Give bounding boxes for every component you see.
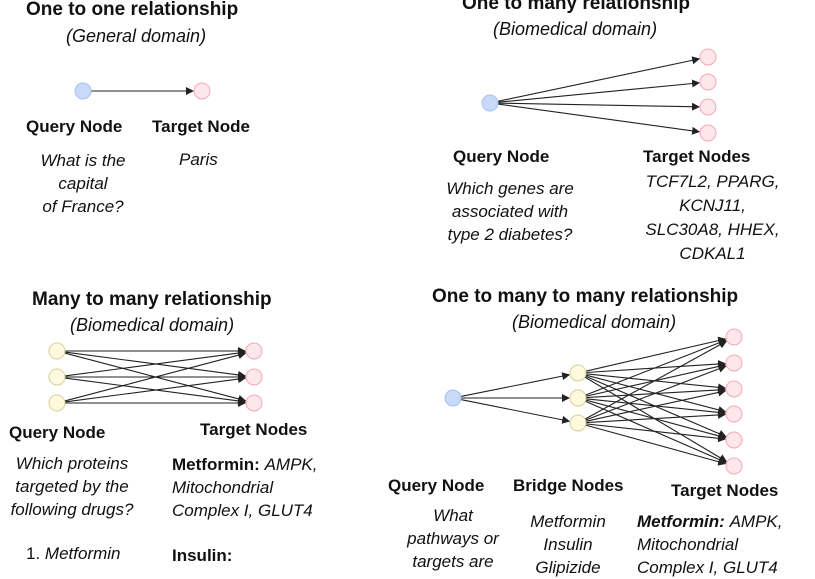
panel2-answer-line: SLC30A8, HHEX, — [645, 220, 780, 239]
panel4-bridge-line: Glipizide — [535, 558, 601, 577]
panel4-answer-target: AMPK, — [729, 512, 783, 531]
panel4-bridge-names: Metformin Insulin Glipizide — [518, 510, 618, 579]
panel1-title: One to one relationship — [26, 0, 239, 20]
panel3-answer-drug-2: Insulin: — [172, 546, 233, 565]
panel4-subtitle: (Biomedical domain) — [512, 312, 677, 332]
panel4-answer-target: Complex I, GLUT4 — [637, 558, 778, 577]
panel2-question-line: associated with — [451, 202, 569, 221]
panel2-answer-line: CDKAL1 — [679, 244, 746, 263]
panel2-edge — [497, 103, 701, 135]
panel1-target-node — [193, 82, 211, 100]
panel1-question-line: What is the — [40, 151, 126, 170]
panel3-edge — [64, 351, 247, 402]
panel1-target-label: Target Node — [152, 117, 250, 136]
panel3-question-line: Which proteins — [15, 454, 129, 473]
panel3-answer-target: Complex I, GLUT4 — [172, 501, 313, 520]
panel3-answer-drug: Metformin: — [172, 455, 260, 474]
panel2-answer: TCF7L2, PPARG, KCNJ11, SLC30A8, HHEX, CD… — [620, 170, 805, 266]
panel4-target-label: Target Nodes — [671, 481, 779, 500]
panel2-subtitle: (Biomedical domain) — [493, 19, 658, 39]
panel3-answer-target: AMPK, — [264, 455, 318, 474]
panel2-answer-line: TCF7L2, PPARG, — [645, 172, 780, 191]
panel3-source-node — [48, 342, 66, 360]
panel2-question: Which genes are associated with type 2 d… — [425, 177, 595, 246]
panel2-query-node — [481, 94, 499, 112]
panel4-target-node — [725, 431, 743, 449]
panel3-title: Many to many relationship — [32, 289, 272, 310]
panel4-edge — [585, 365, 727, 421]
panel2-target-node — [699, 48, 717, 66]
panel3-subtitle: (Biomedical domain) — [70, 315, 235, 335]
panel4-bridge-line: Insulin — [543, 535, 593, 554]
panel4-bridge-node — [569, 364, 587, 382]
panel4-edge — [585, 388, 727, 422]
panel4-answer-target: Mitochondrial — [637, 535, 739, 554]
panel4-edge — [585, 423, 727, 443]
panel4-question: What pathways or targets are — [388, 504, 518, 573]
panel2-target-label: Target Nodes — [643, 147, 751, 166]
panel4-answer-drug: Metformin: — [637, 512, 725, 531]
panel3-query-label: Query Node — [9, 423, 106, 442]
panel4-edge — [584, 340, 727, 420]
panel2-answer-line: KCNJ11, — [679, 196, 746, 215]
panel3-source-node — [48, 394, 66, 412]
panel4-target-node — [725, 405, 743, 423]
panel2-target-node — [699, 124, 717, 142]
panel2-target-node — [699, 98, 717, 116]
panel4-edge — [460, 372, 571, 397]
panel4-query-label: Query Node — [388, 476, 485, 495]
panel4-bridge-label: Bridge Nodes — [513, 476, 624, 495]
panel3-list-text: Metformin — [44, 544, 121, 563]
panel2-question-line: Which genes are — [446, 179, 574, 198]
panel2-edge — [497, 56, 701, 102]
panel4-target-node — [725, 457, 743, 475]
panel4-target-node — [725, 328, 743, 346]
panel3-question-line: following drugs? — [10, 500, 134, 519]
panel3-question-line: targeted by the — [15, 477, 129, 496]
panel3-target-node — [245, 394, 263, 412]
panel3-source-node — [48, 368, 66, 386]
panel3-target-label: Target Nodes — [200, 420, 308, 439]
panel4-edge — [585, 410, 727, 424]
panel1-query-label: Query Node — [26, 117, 123, 136]
panel3-target-node — [245, 342, 263, 360]
panel2-title: One to many relationship — [462, 0, 691, 14]
panel4-question-line: What — [433, 506, 473, 525]
panel1-question-line: capital — [58, 174, 108, 193]
panel3-question: Which proteins targeted by the following… — [0, 452, 146, 521]
panel4-edge — [585, 424, 727, 466]
panel4-query-node — [444, 389, 462, 407]
panel4-edge — [585, 339, 727, 396]
panel4-title: One to many to many relationship — [432, 286, 739, 307]
panel3-target-node — [245, 368, 263, 386]
panel4-bridge-line: Metformin — [530, 512, 606, 531]
panel3-edge — [64, 375, 247, 403]
panel1-question-line: of France? — [42, 197, 124, 216]
panel1-subtitle: (General domain) — [66, 26, 207, 46]
panel4-answer: Metformin: AMPK, Mitochondrial Complex I… — [637, 510, 782, 579]
panel3-answer-target: Mitochondrial — [172, 478, 274, 497]
panel4-question-line: targets are — [412, 552, 494, 571]
panel4-edge — [460, 399, 571, 424]
panel1-query-node — [74, 82, 92, 100]
panel2-question-line: type 2 diabetes? — [447, 225, 573, 244]
panel3-edge — [64, 349, 247, 377]
panel1-question: What is the capital of France? — [18, 149, 148, 218]
panel2-query-label: Query Node — [453, 147, 550, 166]
panel2-edge — [497, 102, 701, 111]
panel1-answer: Paris — [179, 150, 218, 169]
panel3-list-number: 1. — [26, 544, 41, 563]
panel4-bridge-node — [569, 414, 587, 432]
panel2-target-node — [699, 73, 717, 91]
panel4-target-node — [725, 354, 743, 372]
panel4-edge — [585, 336, 727, 372]
panel4-bridge-node — [569, 389, 587, 407]
panel3-list-item-1: 1. Metformin — [26, 544, 121, 564]
panel4-question-line: pathways or — [407, 529, 499, 548]
panel4-target-node — [725, 380, 743, 398]
panel3-answer: Metformin: AMPK, Mitochondrial Complex I… — [172, 453, 317, 522]
panel2-edge — [497, 79, 701, 103]
